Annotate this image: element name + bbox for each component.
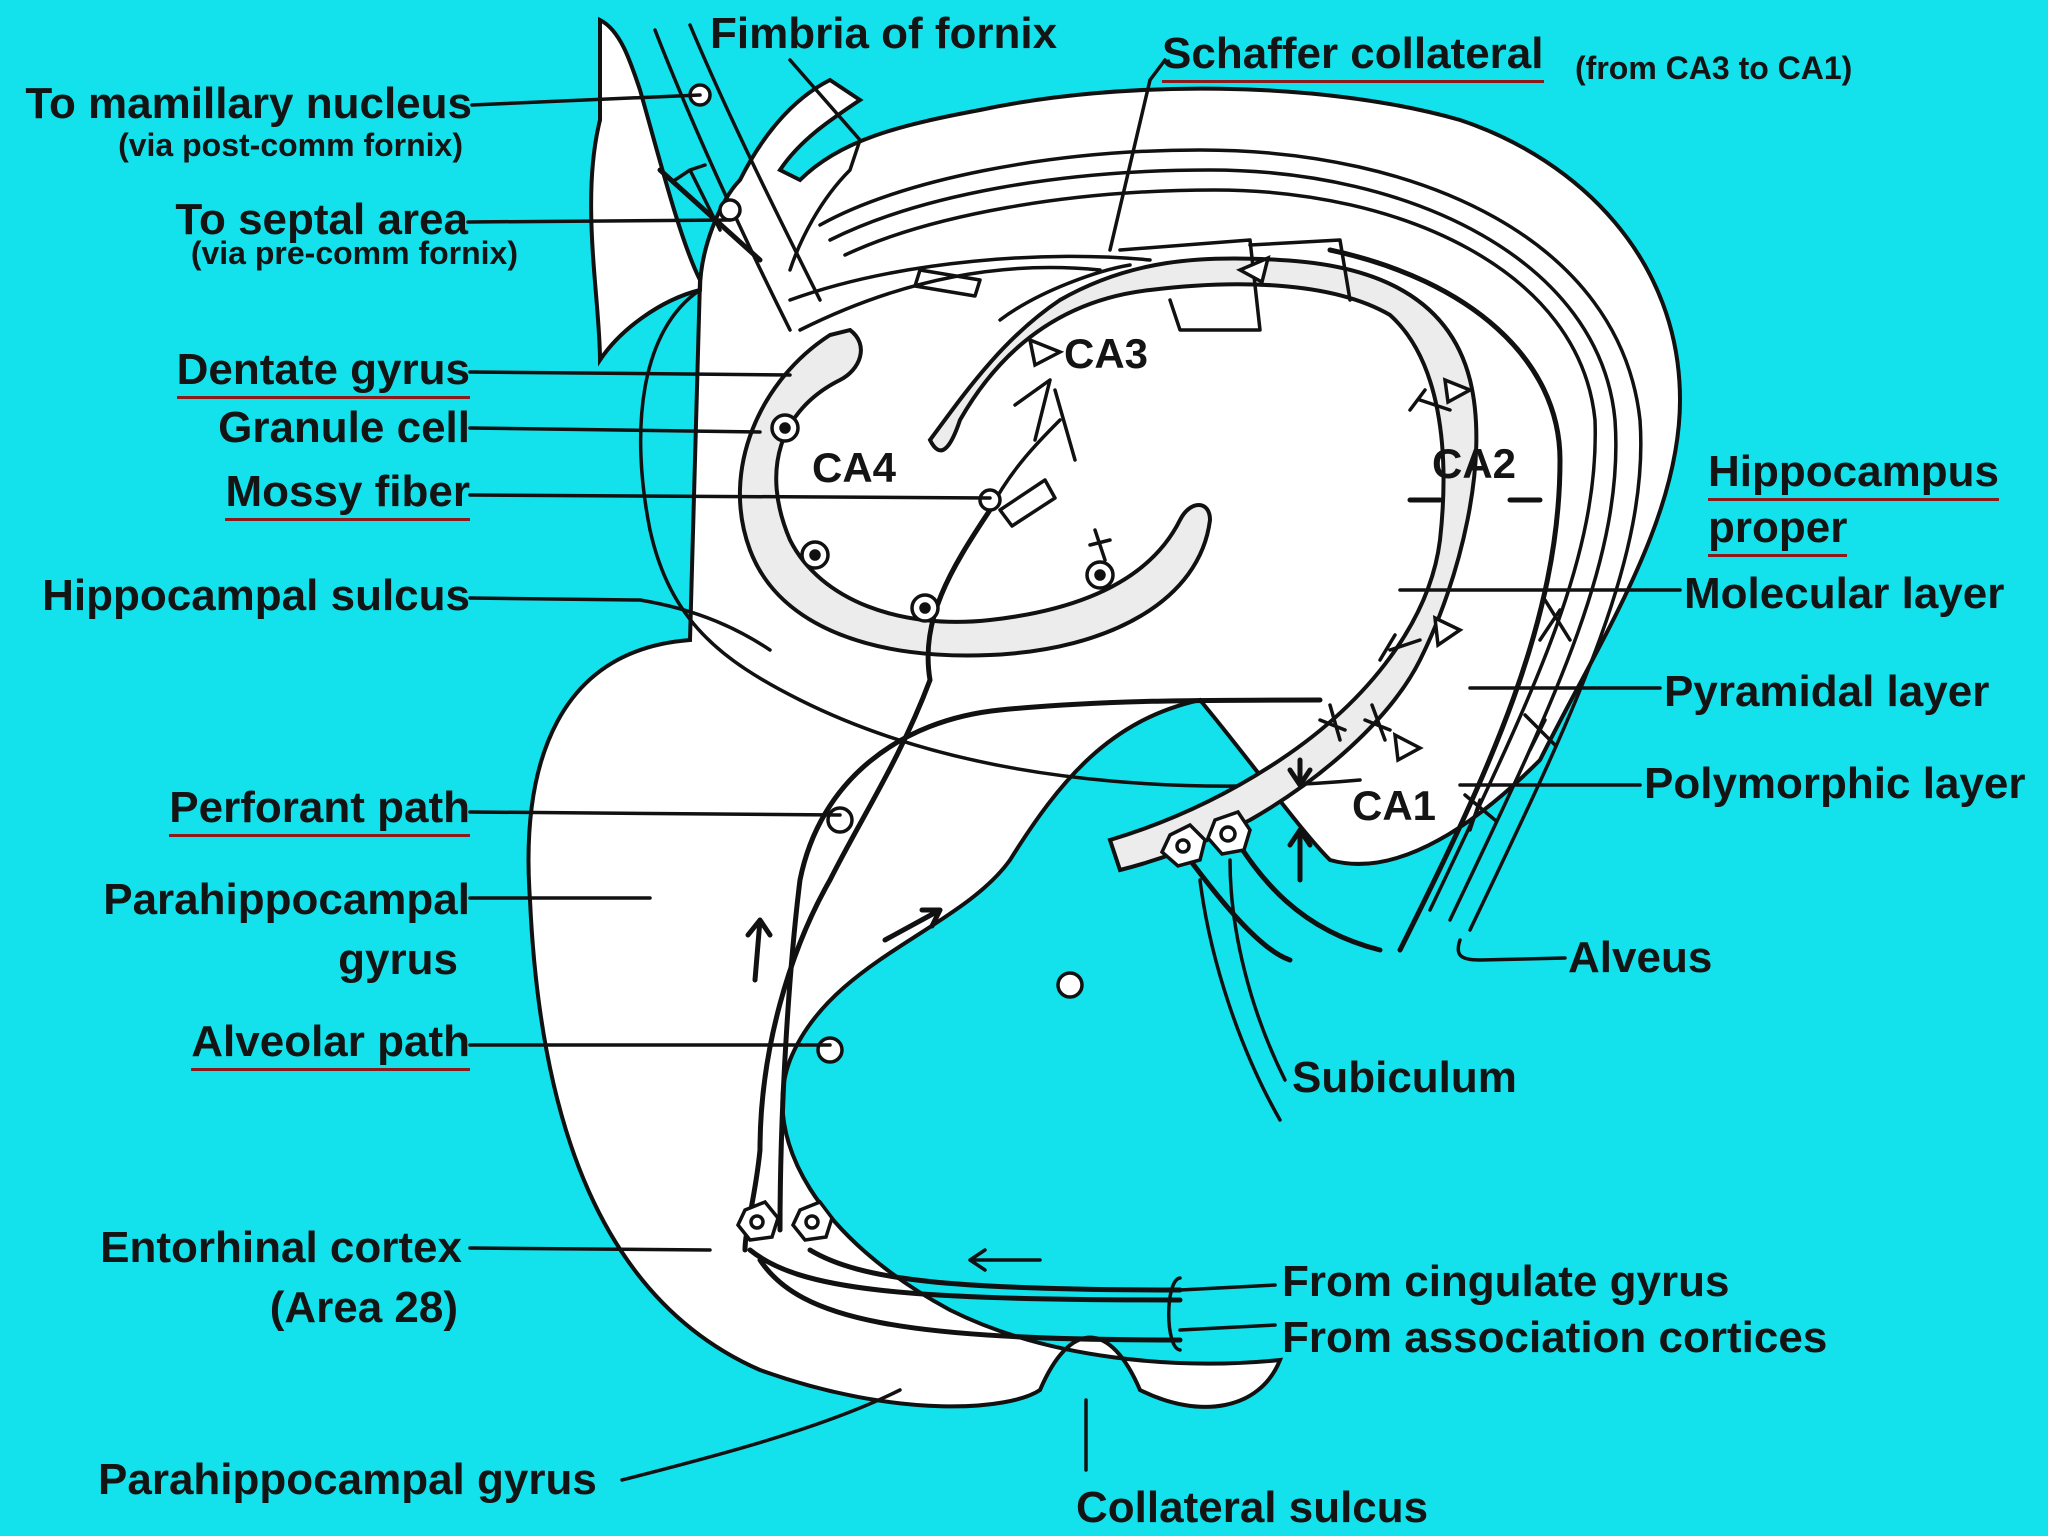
- label-hippocampal-sulcus: Hippocampal sulcus: [42, 571, 470, 620]
- label-to-septal-area: To septal area: [175, 195, 468, 244]
- leader-lines: [466, 58, 1682, 1482]
- label-hippocampus-proper-1: Hippocampus: [1708, 448, 1999, 501]
- label-area-28: (Area 28): [269, 1283, 458, 1332]
- label-dentate-gyrus: Dentate gyrus: [176, 346, 470, 399]
- label-granule-cell: Granule cell: [218, 403, 470, 452]
- subiculum-cells: [735, 809, 1252, 1242]
- label-alveolar-path: Alveolar path: [191, 1018, 470, 1071]
- label-fimbria-of-fornix: Fimbria of fornix: [710, 9, 1058, 58]
- label-hippocampus-proper-2: proper: [1708, 504, 1848, 557]
- label-septal-via: (via pre-comm fornix): [190, 235, 518, 271]
- label-from-cingulate-gyrus: From cingulate gyrus: [1282, 1257, 1730, 1306]
- label-ca3: CA3: [1064, 330, 1149, 377]
- label-molecular-layer: Molecular layer: [1684, 569, 2005, 618]
- label-mossy-fiber: Mossy fiber: [225, 468, 470, 521]
- label-schaffer-collateral: Schaffer collateral: [1162, 30, 1544, 83]
- label-mamillary-via: (via post-comm fornix): [118, 127, 463, 163]
- granule-cells: [688, 83, 1115, 1064]
- label-to-mamillary-nucleus: To mamillary nucleus: [25, 79, 472, 128]
- pyramidal-cells: [1027, 255, 1475, 763]
- label-pyramidal-layer: Pyramidal layer: [1664, 667, 1990, 716]
- label-subiculum: Subiculum: [1292, 1053, 1517, 1102]
- label-ca2: CA2: [1432, 440, 1517, 487]
- label-alveus: Alveus: [1568, 933, 1713, 982]
- label-polymorphic-layer: Polymorphic layer: [1644, 759, 2026, 808]
- label-ca4: CA4: [812, 444, 897, 491]
- label-collateral-sulcus: Collateral sulcus: [1076, 1483, 1429, 1532]
- label-parahippocampal-2: gyrus: [338, 935, 458, 984]
- label-ca1: CA1: [1352, 782, 1437, 829]
- label-schaffer-note: (from CA3 to CA1): [1575, 50, 1853, 86]
- label-from-association-cortices: From association cortices: [1282, 1313, 1828, 1362]
- label-parahippocampal-gyrus-bottom: Parahippocampal gyrus: [98, 1455, 597, 1504]
- label-entorhinal-cortex: Entorhinal cortex: [100, 1223, 462, 1272]
- dendrite-marks: [1088, 388, 1572, 832]
- label-perforant-path: Perforant path: [169, 784, 470, 837]
- label-parahippocampal-1: Parahippocampal: [103, 875, 470, 924]
